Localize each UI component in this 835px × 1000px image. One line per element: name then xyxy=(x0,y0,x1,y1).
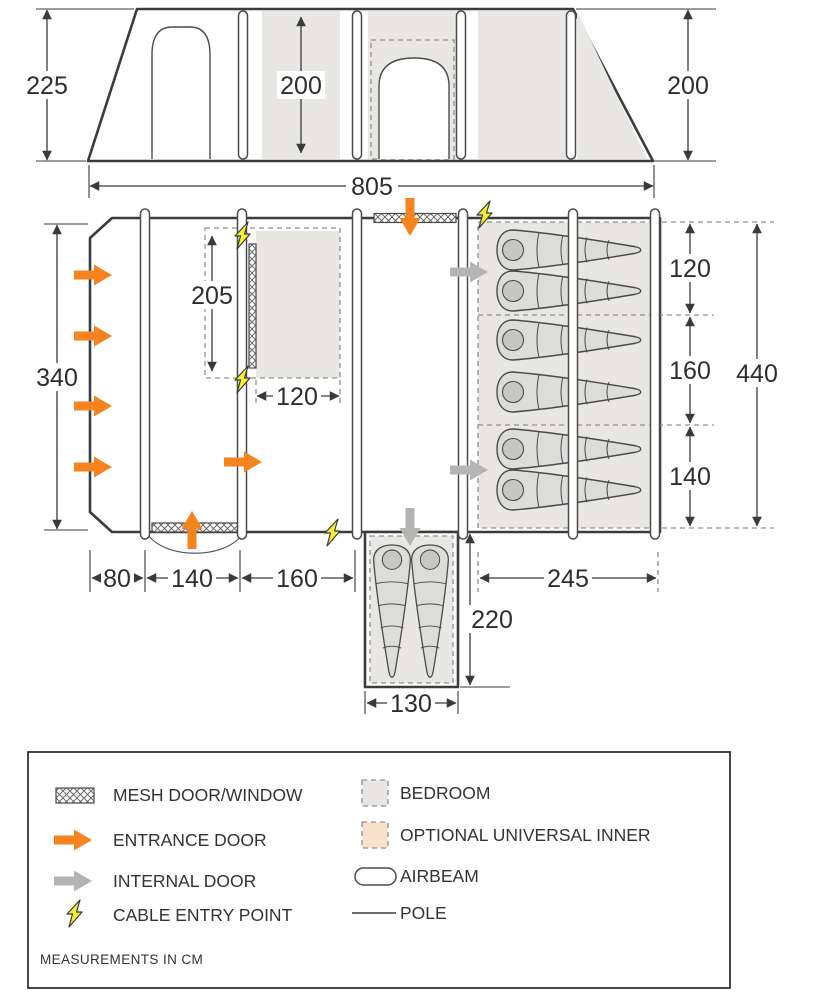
mesh-door-window-icon xyxy=(55,787,95,804)
svg-text:140: 140 xyxy=(669,463,711,491)
side-elevation-view: 225 200 200 805 xyxy=(23,7,716,201)
legend-label: INTERNAL DOOR xyxy=(113,871,256,891)
legend-label: AIRBEAM xyxy=(400,866,479,886)
svg-text:440: 440 xyxy=(736,360,778,388)
dim-porch-width: 130 xyxy=(364,689,459,718)
measurements-note: MEASUREMENTS IN CM xyxy=(40,952,203,967)
dim-bedroom-section-3: 140 xyxy=(666,426,714,527)
side-arch-door xyxy=(378,57,450,159)
svg-text:140: 140 xyxy=(171,565,213,593)
optional-universal-inner-icon xyxy=(361,821,389,849)
dim-side-inner-height: 200 xyxy=(277,16,325,154)
dim-side-height-right: 200 xyxy=(576,8,716,162)
svg-text:200: 200 xyxy=(667,72,709,100)
dim-front-right: 160 xyxy=(241,550,356,593)
mesh-window xyxy=(248,243,257,369)
dim-porch-depth: 220 xyxy=(460,533,516,688)
inner-bedroom-area xyxy=(256,231,340,378)
legend-label: OPTIONAL UNIVERSAL INNER xyxy=(400,825,651,845)
svg-text:120: 120 xyxy=(669,255,711,283)
door-swing-arc xyxy=(146,532,244,554)
dim-plan-depth: 340 xyxy=(33,223,88,531)
airbeam-icon xyxy=(354,867,397,886)
svg-text:220: 220 xyxy=(471,606,513,634)
dim-inner-bedroom-depth: 205 xyxy=(188,235,236,372)
side-door-outline xyxy=(151,26,211,159)
side-bedroom-area-4 xyxy=(577,11,647,159)
legend: MESH DOOR/WINDOW ENTRANCE DOOR INTERNAL … xyxy=(27,751,731,989)
airbeam xyxy=(565,10,577,160)
svg-text:160: 160 xyxy=(276,565,318,593)
dim-inner-bedroom-width: 120 xyxy=(255,380,341,411)
airbeam xyxy=(237,10,249,160)
airbeam xyxy=(455,10,467,160)
porch-dashed-border xyxy=(369,535,454,684)
dim-bedroom-width: 245 xyxy=(477,552,659,593)
legend-label: CABLE ENTRY POINT xyxy=(113,905,293,925)
svg-text:80: 80 xyxy=(103,565,131,593)
airbeam xyxy=(649,208,661,540)
legend-label: MESH DOOR/WINDOW xyxy=(113,785,303,805)
svg-text:200: 200 xyxy=(280,72,322,100)
svg-text:805: 805 xyxy=(351,173,393,201)
dim-bedroom-section-2: 160 xyxy=(666,316,714,424)
svg-text:120: 120 xyxy=(276,383,318,411)
svg-text:160: 160 xyxy=(669,357,711,385)
floor-plan-view: 340 205 120 120 160 140 xyxy=(33,198,781,718)
airbeam xyxy=(567,208,579,540)
dim-side-width: 805 xyxy=(88,165,655,201)
airbeam xyxy=(139,208,151,540)
bedroom-icon xyxy=(361,779,389,807)
legend-label: POLE xyxy=(400,903,447,923)
legend-label: ENTRANCE DOOR xyxy=(113,830,267,850)
svg-text:205: 205 xyxy=(191,282,233,310)
svg-text:130: 130 xyxy=(390,690,432,718)
airbeam xyxy=(351,10,363,160)
dim-side-height-left: 225 xyxy=(23,8,134,162)
dim-front-left: 80 xyxy=(89,550,146,593)
legend-label: BEDROOM xyxy=(400,783,490,803)
svg-text:225: 225 xyxy=(26,72,68,100)
airbeam xyxy=(457,208,469,540)
airbeam xyxy=(351,208,363,540)
dim-bedroom-section-1: 120 xyxy=(666,223,714,314)
side-bedroom-area-3 xyxy=(478,11,570,159)
dim-front-mid: 140 xyxy=(146,550,241,593)
svg-text:245: 245 xyxy=(547,565,589,593)
dim-total-depth: 440 xyxy=(733,223,781,527)
svg-text:340: 340 xyxy=(36,364,78,392)
